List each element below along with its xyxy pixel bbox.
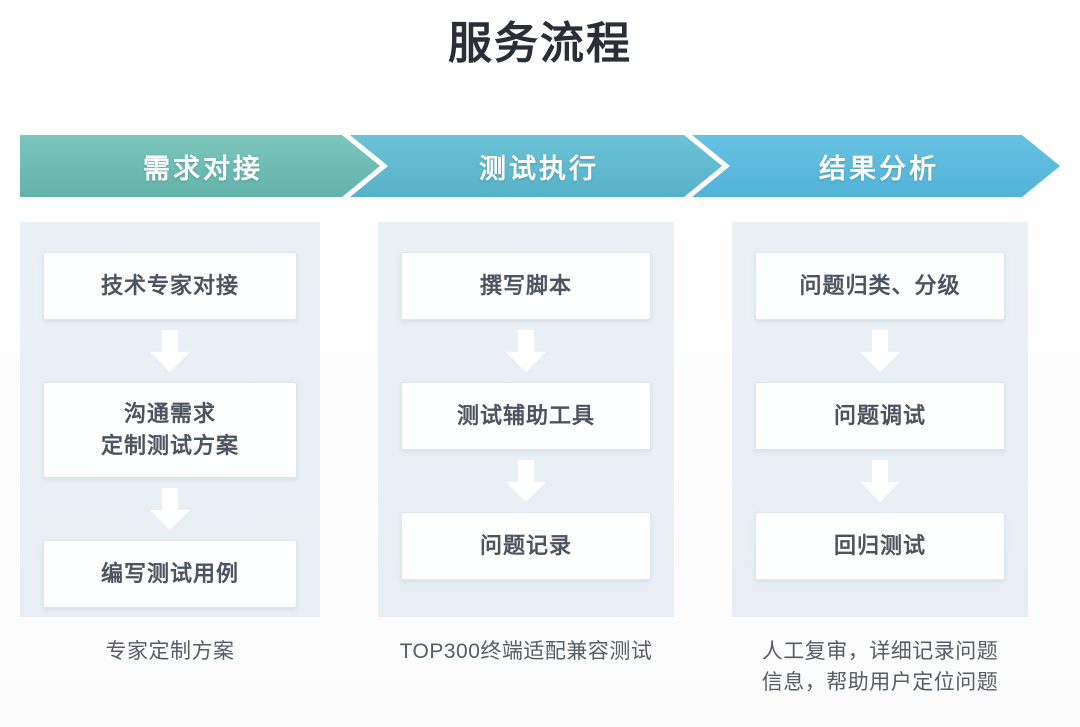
step-box[interactable]: 技术专家对接 [43, 252, 297, 320]
step-box[interactable]: 测试辅助工具 [401, 382, 651, 450]
step-label: 编写测试用例 [100, 561, 239, 586]
phase-chevron-label: 测试执行 [479, 153, 599, 184]
phase-chevron-label: 需求对接 [143, 153, 263, 184]
step-list: 撰写脚本 测试辅助工具 问题记录 [378, 222, 674, 617]
phase-chevron-analysis[interactable]: 结果分析 [692, 135, 1060, 197]
step-box[interactable]: 问题调试 [755, 382, 1005, 450]
step-connector [401, 450, 651, 512]
step-list: 技术专家对接 沟通需求 定制测试方案 编写测试用例 [20, 222, 320, 617]
step-label: 问题记录 [479, 533, 572, 558]
phase-chevron-label: 结果分析 [819, 153, 939, 184]
step-connector [401, 320, 651, 382]
step-label: 沟通需求 [123, 401, 216, 426]
arrow-down-icon [150, 330, 190, 372]
phase-column-execution: 撰写脚本 测试辅助工具 问题记录 [378, 222, 674, 617]
caption-line: TOP300终端适配兼容测试 [399, 640, 653, 663]
step-list: 问题归类、分级 问题调试 回归测试 [732, 222, 1028, 617]
phase-chevron-execution[interactable]: 测试执行 [350, 135, 722, 197]
arrow-down-icon [860, 460, 900, 502]
caption-line: 人工复审，详细记录问题 [761, 640, 999, 663]
phase-caption-execution: TOP300终端适配兼容测试 [378, 636, 674, 667]
step-box[interactable]: 沟通需求 定制测试方案 [43, 382, 297, 478]
caption-line: 信息，帮助用户定位问题 [761, 671, 999, 694]
page-title: 服务流程 [448, 19, 632, 68]
caption-line: 专家定制方案 [105, 640, 235, 663]
step-box[interactable]: 编写测试用例 [43, 540, 297, 608]
arrow-down-icon [506, 460, 546, 502]
arrow-down-icon [506, 330, 546, 372]
phase-chevron-band: 需求对接 测试执行 结果分析 [20, 135, 1060, 197]
phase-chevron-requirement[interactable]: 需求对接 [20, 135, 380, 197]
step-label: 回归测试 [833, 533, 926, 558]
step-label: 测试辅助工具 [456, 403, 595, 428]
step-connector [43, 478, 297, 540]
phase-caption-analysis: 人工复审，详细记录问题 信息，帮助用户定位问题 [720, 636, 1040, 698]
step-box[interactable]: 问题记录 [401, 512, 651, 580]
step-label: 问题归类、分级 [799, 273, 961, 298]
step-box[interactable]: 回归测试 [755, 512, 1005, 580]
step-connector [43, 320, 297, 382]
phase-captions: 专家定制方案 TOP300终端适配兼容测试 人工复审，详细记录问题 信息，帮助用… [20, 636, 1060, 716]
arrow-down-icon [860, 330, 900, 372]
step-connector [755, 450, 1005, 512]
step-box[interactable]: 撰写脚本 [401, 252, 651, 320]
phase-column-requirement: 技术专家对接 沟通需求 定制测试方案 编写测试用例 [20, 222, 320, 617]
step-connector [755, 320, 1005, 382]
phase-caption-requirement: 专家定制方案 [20, 636, 320, 667]
step-label: 定制测试方案 [100, 433, 239, 458]
step-label: 问题调试 [833, 403, 926, 428]
step-label: 技术专家对接 [100, 273, 239, 298]
phase-columns: 技术专家对接 沟通需求 定制测试方案 编写测试用例 [20, 222, 1060, 622]
arrow-down-icon [150, 488, 190, 530]
step-label: 撰写脚本 [479, 273, 572, 298]
phase-column-analysis: 问题归类、分级 问题调试 回归测试 [732, 222, 1028, 617]
step-box[interactable]: 问题归类、分级 [755, 252, 1005, 320]
